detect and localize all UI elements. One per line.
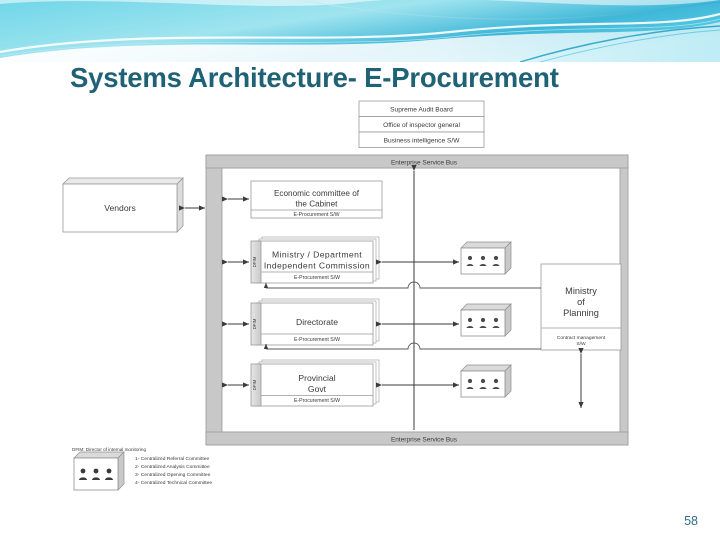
oversight-item-1: Office of inspector general [383, 122, 460, 129]
dfim-strip-2 [250, 302, 262, 346]
legend-committee-stack-icon [73, 451, 125, 491]
entity-3-line2: Govt [308, 384, 327, 394]
feedback-line-upper [263, 281, 541, 289]
page-title: Systems Architecture- E-Procurement [70, 62, 559, 93]
planning-footer-line2: S/W [576, 341, 586, 347]
entity-box-ministry-department: DFIM Ministry / Department Independent C… [222, 236, 380, 284]
dfim-strip-1 [250, 240, 262, 284]
feedback-line-lower [263, 342, 541, 350]
entity-box-directorate: DFIM Directorate E-Procurement S/W [222, 298, 380, 346]
page-number: 58 [684, 514, 698, 528]
oversight-stack: Supreme Audit Board Office of inspector … [358, 100, 485, 148]
entity-3-strip-label: DFIM [252, 379, 257, 390]
legend-item-0: 1- Centralized Referral Committee [135, 456, 209, 462]
legend-item-2: 3- Centralized Opening Committee [135, 472, 211, 478]
legend-abbrev-note: DFIM: Director of internal monitoring [72, 447, 146, 452]
legend-item-3: 4- Centralized Technical Committee [135, 480, 212, 486]
entity-2-footer: E-Procurement S/W [294, 337, 340, 343]
entity-box-economic-committee: Economic committee of the Cabinet E-Proc… [222, 180, 383, 219]
entity-1-footer: E-Procurement S/W [294, 275, 340, 281]
entity-0-line1: Economic committee of [274, 189, 360, 198]
decorative-wave-banner [0, 0, 720, 62]
planning-line2: of [577, 297, 585, 307]
dfim-strip-3 [250, 363, 262, 407]
legend-item-1: 2- Centralized Analysis Committee [135, 464, 210, 470]
bus-top-label: Enterprise Service Bus [391, 159, 458, 166]
oversight-item-0: Supreme Audit Board [390, 106, 453, 113]
bus-bottom-label: Enterprise Service Bus [391, 436, 458, 443]
committee-stack-icon-1 [376, 241, 512, 275]
entity-2-strip-label: DFIM [252, 318, 257, 329]
entity-0-line2: the Cabinet [296, 200, 339, 209]
committee-stack-icon-2 [376, 303, 512, 337]
entity-1-strip-label: DFIM [252, 256, 257, 267]
oversight-item-2: Business intelligence S/W [384, 137, 461, 144]
entity-1-line2: Independent Commission [264, 261, 370, 271]
entity-0-footer: E-Procurement S/W [293, 212, 339, 218]
legend: DFIM: Director of internal monitoring 1-… [72, 447, 212, 491]
entity-3-footer: E-Procurement S/W [294, 398, 340, 404]
planning-line3: Planning [563, 308, 599, 318]
planning-line1: Ministry [565, 286, 597, 296]
planning-footer-line1: Contract management [557, 335, 606, 341]
committee-stack-icon-3 [376, 364, 512, 398]
systems-architecture-diagram: Supreme Audit Board Office of inspector … [0, 96, 720, 506]
vendors-box: Vendors [62, 177, 184, 233]
entity-3-line1: Provincial [298, 373, 335, 383]
entity-box-provincial-govt: DFIM Provincial Govt E-Procurement S/W [222, 359, 380, 407]
entity-1-line1: Ministry / Department [272, 250, 362, 260]
entity-2-line1: Directorate [296, 317, 338, 327]
vendors-label: Vendors [104, 203, 136, 213]
ministry-of-planning-box: Ministry of Planning Contract management… [540, 263, 622, 351]
